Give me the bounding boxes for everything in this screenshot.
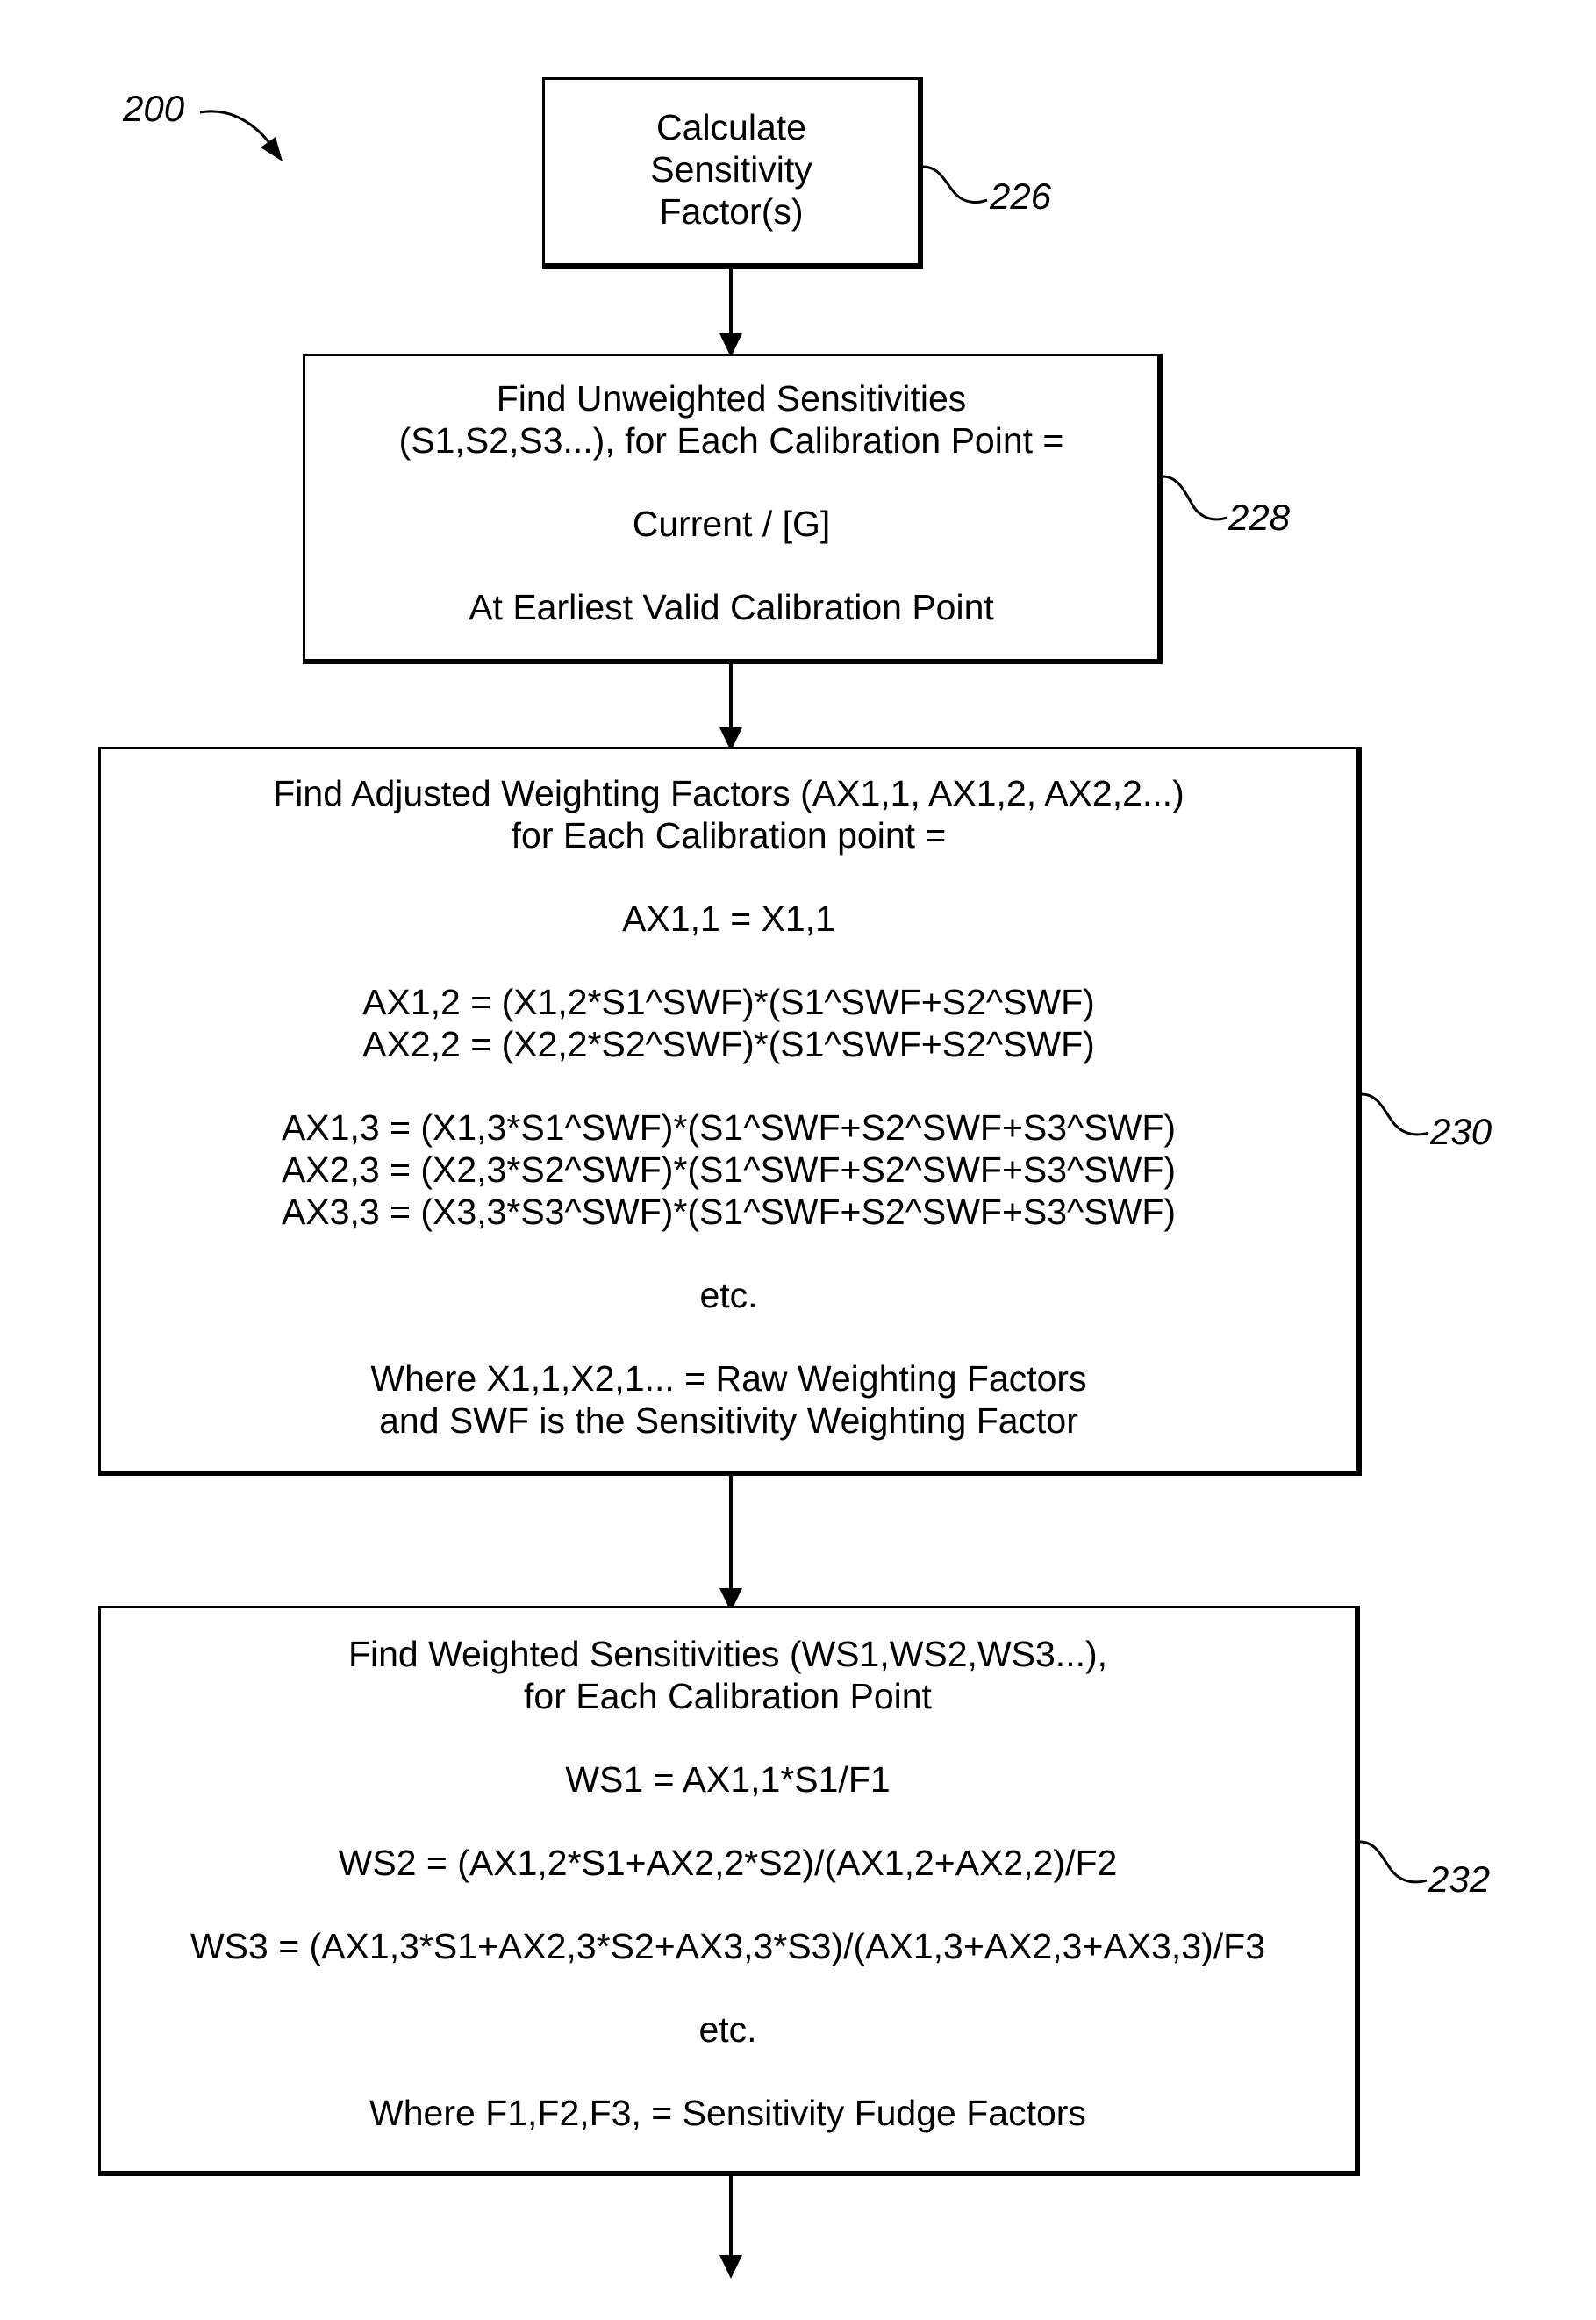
step-230-line-16: and SWF is the Sensitivity Weighting Fac… [101, 1400, 1356, 1442]
step-230-box: Find Adjusted Weighting Factors (AX1,1, … [98, 747, 1362, 1476]
step-232-line-10: etc. [101, 2009, 1355, 2051]
step-230-gap-2 [101, 940, 1356, 981]
step-230-line-15: Where X1,1,X2,1... = Raw Weighting Facto… [101, 1357, 1356, 1400]
step-232-line-1: Find Weighted Sensitivities (WS1,WS2,WS3… [101, 1633, 1355, 1675]
step-230-gap-3 [101, 1065, 1356, 1106]
step-228-gap-1 [305, 462, 1157, 503]
step-230-line-4: AX1,1 = X1,1 [101, 898, 1356, 940]
leader-230 [1362, 1094, 1428, 1135]
step-230-line-11: AX3,3 = (X3,3*S3^SWF)*(S1^SWF+S2^SWF+S3^… [101, 1191, 1356, 1233]
step-228-line-6: At Earliest Valid Calibration Point [305, 586, 1157, 628]
step-228-line-2: (S1,S2,S3...), for Each Calibration Poin… [305, 419, 1157, 462]
step-226-line-2: Sensitivity [545, 148, 918, 190]
step-228-box: Find Unweighted Sensitivities (S1,S2,S3.… [303, 354, 1163, 664]
leader-226 [923, 167, 987, 202]
step-232-gap-3 [101, 1884, 1355, 1925]
step-226-line-1: Calculate [545, 106, 918, 148]
step-232-gap-4 [101, 1967, 1355, 2009]
step-230-line-9: AX1,3 = (X1,3*S1^SWF)*(S1^SWF+S2^SWF+S3^… [101, 1106, 1356, 1149]
step-230-gap-1 [101, 856, 1356, 898]
step-232-gap-2 [101, 1801, 1355, 1842]
step-232-line-2: for Each Calibration Point [101, 1675, 1355, 1717]
step-226-line-3: Factor(s) [545, 190, 918, 233]
step-232-ref: 232 [1428, 1858, 1490, 1901]
step-230-gap-5 [101, 1316, 1356, 1357]
step-228-ref: 228 [1228, 497, 1290, 539]
figure-ref-arrowhead [261, 137, 283, 161]
step-230-line-6: AX1,2 = (X1,2*S1^SWF)*(S1^SWF+S2^SWF) [101, 981, 1356, 1023]
step-230-line-1: Find Adjusted Weighting Factors (AX1,1, … [101, 772, 1356, 814]
arrowhead-exit [719, 2255, 742, 2279]
step-232-gap-1 [101, 1717, 1355, 1758]
step-230-gap-4 [101, 1233, 1356, 1274]
step-232-line-4: WS1 = AX1,1*S1/F1 [101, 1758, 1355, 1801]
step-228-line-4: Current / [G] [305, 503, 1157, 545]
step-230-line-2: for Each Calibration point = [101, 814, 1356, 856]
step-230-line-10: AX2,3 = (X2,3*S2^SWF)*(S1^SWF+S2^SWF+S3^… [101, 1149, 1356, 1191]
leader-228 [1163, 476, 1227, 519]
leader-232 [1360, 1842, 1427, 1882]
step-230-line-7: AX2,2 = (X2,2*S2^SWF)*(S1^SWF+S2^SWF) [101, 1023, 1356, 1065]
step-226-box: Calculate Sensitivity Factor(s) [542, 77, 923, 269]
step-230-line-13: etc. [101, 1274, 1356, 1316]
step-232-box: Find Weighted Sensitivities (WS1,WS2,WS3… [98, 1606, 1360, 2176]
step-232-gap-5 [101, 2051, 1355, 2092]
step-232-line-8: WS3 = (AX1,3*S1+AX2,3*S2+AX3,3*S3)/(AX1,… [101, 1925, 1355, 1967]
step-230-ref: 230 [1430, 1111, 1492, 1153]
step-228-gap-2 [305, 545, 1157, 586]
step-232-line-6: WS2 = (AX1,2*S1+AX2,2*S2)/(AX1,2+AX2,2)/… [101, 1842, 1355, 1884]
step-232-line-12: Where F1,F2,F3, = Sensitivity Fudge Fact… [101, 2092, 1355, 2134]
step-228-line-1: Find Unweighted Sensitivities [305, 377, 1157, 419]
step-226-ref: 226 [990, 175, 1051, 218]
